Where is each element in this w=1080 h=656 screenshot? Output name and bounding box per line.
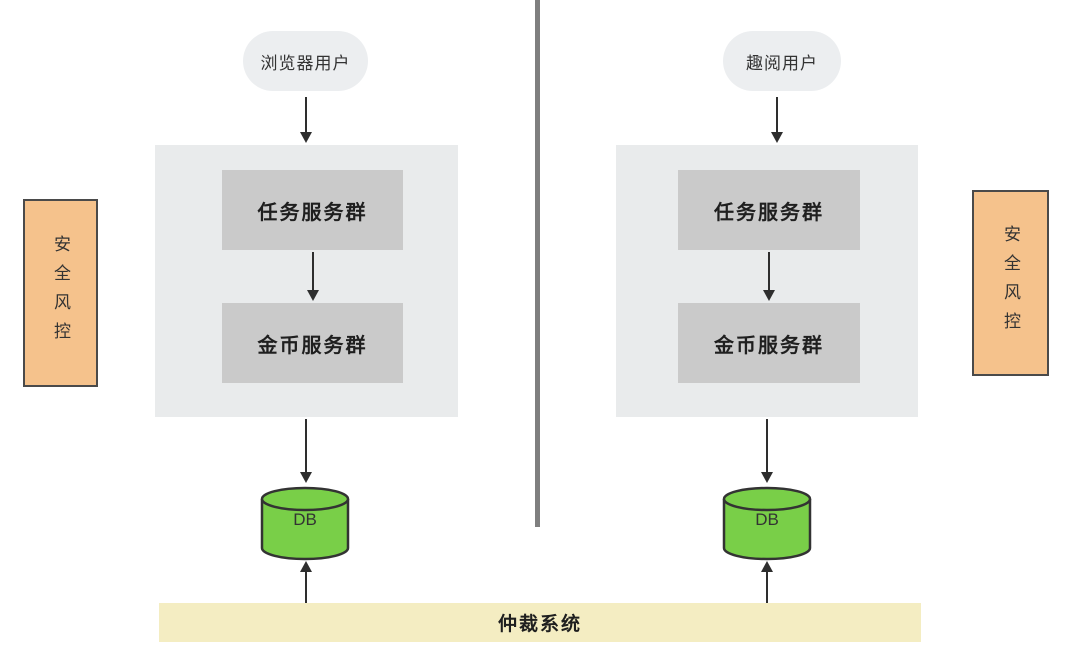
left-db-cylinder-icon: DB: [260, 486, 350, 561]
right-db-label: DB: [755, 510, 779, 529]
arrow-stem: [766, 569, 768, 603]
arrow-stem: [305, 569, 307, 603]
arrow-head-icon: [300, 132, 312, 143]
left-task-service-box: 任务服务群: [222, 170, 403, 250]
right-arbitration-to-db-arrow: [760, 561, 774, 603]
left-container-to-db-arrow: [299, 419, 313, 483]
right-user-label: 趣阅用户: [746, 53, 818, 73]
arrow-head-icon: [300, 561, 312, 572]
right-task-service-box: 任务服务群: [678, 170, 860, 250]
right-task-service-label: 任务服务群: [714, 201, 824, 224]
left-coin-service-box: 金币服务群: [222, 303, 403, 383]
arbitration-system-label: 仲裁系统: [497, 614, 582, 635]
arrow-head-icon: [763, 290, 775, 301]
arrow-stem: [312, 252, 314, 293]
right-coin-service-box: 金币服务群: [678, 303, 860, 383]
center-divider: [535, 0, 540, 527]
left-coin-service-label: 金币服务群: [257, 334, 368, 357]
right-user-node: 趣阅用户: [723, 31, 841, 91]
left-task-to-coin-arrow: [306, 252, 320, 301]
right-coin-service-label: 金币服务群: [714, 334, 824, 357]
left-arbitration-to-db-arrow: [299, 561, 313, 603]
arrow-head-icon: [307, 290, 319, 301]
right-task-to-coin-arrow: [762, 252, 776, 301]
arrow-stem: [305, 97, 307, 135]
left-risk-control-box: 安全风控: [23, 199, 98, 387]
left-risk-control-label: 安全风控: [51, 235, 70, 351]
arrow-stem: [768, 252, 770, 293]
left-task-service-label: 任务服务群: [257, 201, 368, 224]
arrow-head-icon: [761, 561, 773, 572]
right-user-to-container-arrow: [770, 97, 784, 143]
arrow-stem: [305, 419, 307, 475]
left-user-label: 浏览器用户: [260, 53, 351, 73]
right-db-cylinder-icon: DB: [722, 486, 812, 561]
right-container-to-db-arrow: [760, 419, 774, 483]
arrow-head-icon: [771, 132, 783, 143]
left-db-label: DB: [293, 510, 317, 529]
arrow-head-icon: [761, 472, 773, 483]
arrow-stem: [776, 97, 778, 135]
arrow-head-icon: [300, 472, 312, 483]
right-risk-control-box: 安全风控: [972, 190, 1049, 376]
arrow-stem: [766, 419, 768, 475]
left-user-node: 浏览器用户: [243, 31, 368, 91]
left-user-to-container-arrow: [299, 97, 313, 143]
right-risk-control-label: 安全风控: [1001, 225, 1020, 341]
arbitration-system-bar: 仲裁系统: [159, 603, 921, 642]
